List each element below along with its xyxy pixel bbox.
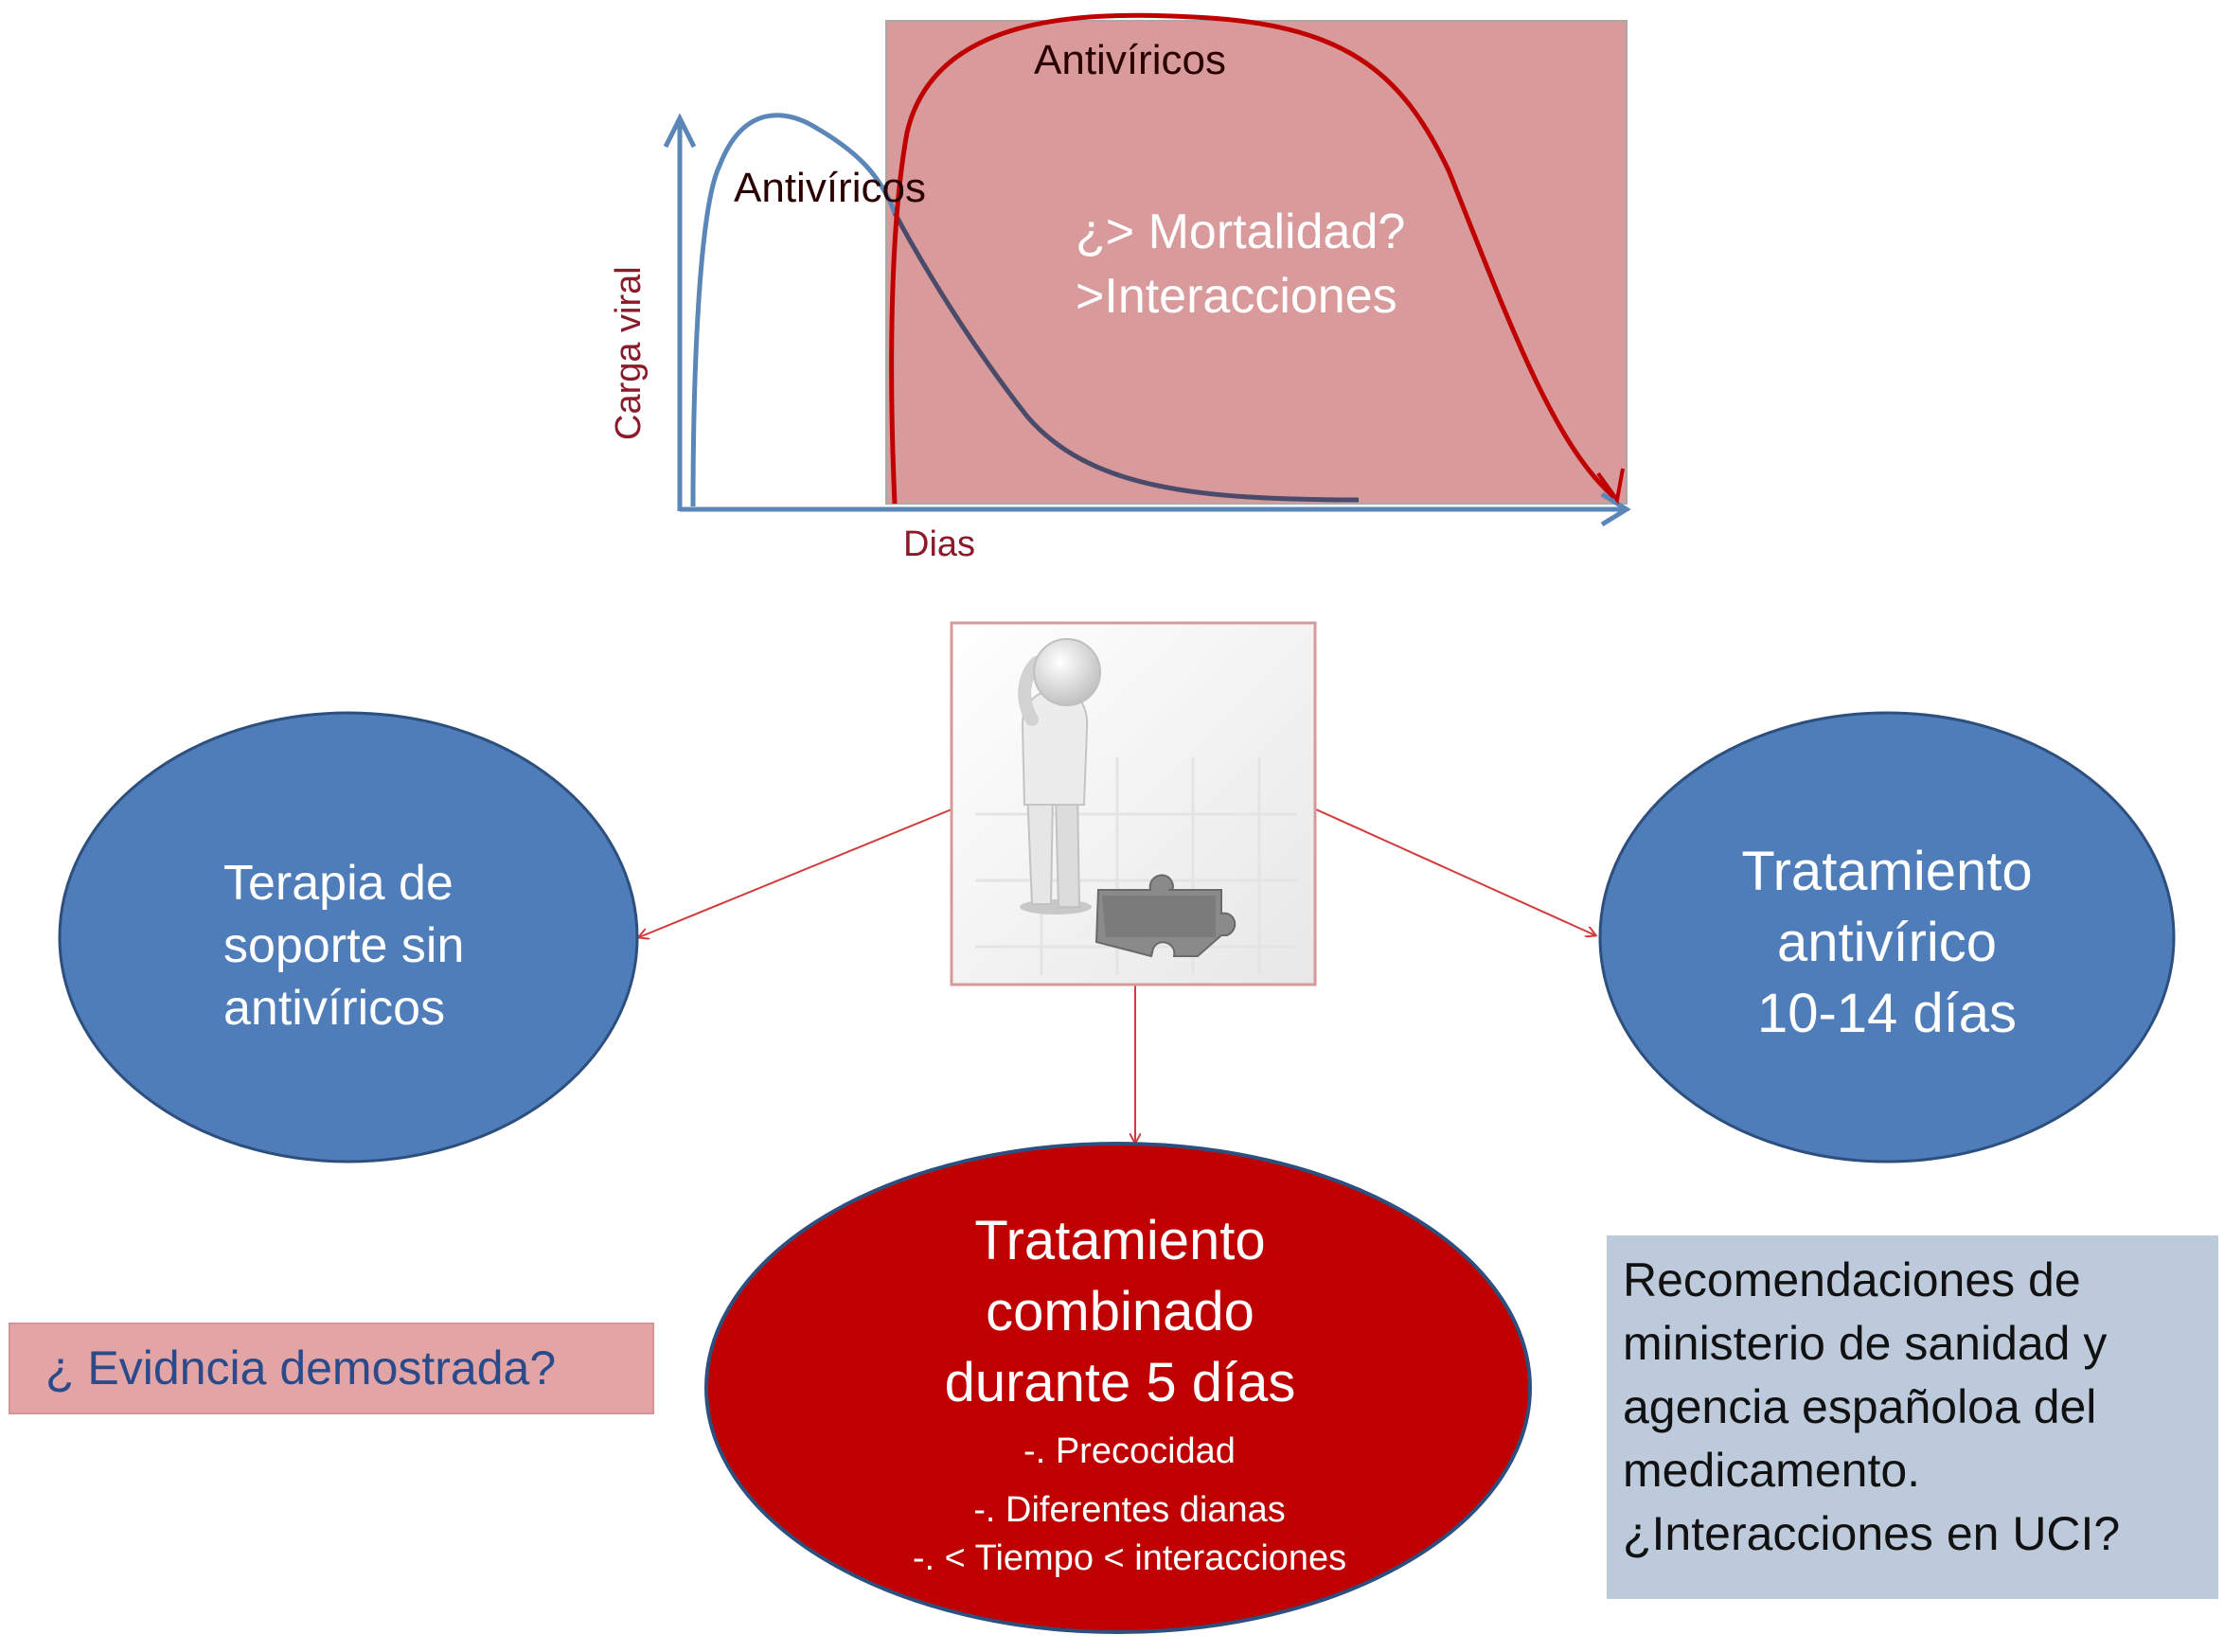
bottom-ellipse-line2: combinado <box>986 1281 1254 1342</box>
bottom-ellipse-bullet2: -. Diferentes dianas <box>973 1490 1286 1530</box>
person-with-missing-puzzle-piece-icon <box>950 621 1317 986</box>
recommendation-line1: Recomendaciones de <box>1623 1253 2081 1306</box>
left-ellipse-line2: soporte sin <box>223 918 464 973</box>
evidence-text: ¿ Evidncia demostrada? <box>45 1341 556 1394</box>
bottom-ellipse-bullet3: -. < Tiempo < interacciones <box>913 1538 1346 1578</box>
left-ellipse-line3: antivíricos <box>223 981 445 1036</box>
recommendation-line4: medicamento. <box>1623 1444 1920 1497</box>
recommendation-line2: ministerio de sanidad y <box>1623 1317 2107 1370</box>
recommendation-box <box>1607 1235 2218 1599</box>
recommendation-line3: agencia españoloa del <box>1623 1380 2096 1433</box>
right-ellipse-line3: 10-14 días <box>1757 983 2017 1044</box>
x-axis-label: Dias <box>903 524 975 564</box>
shaded-region <box>885 20 1628 505</box>
left-ellipse-support-therapy <box>58 711 639 1164</box>
late-treatment-curve <box>889 12 1616 505</box>
x-axis-arrowhead <box>1600 491 1631 527</box>
region-label-mortality: ¿> Mortalidad? <box>1076 204 1405 259</box>
early-treatment-curve <box>690 113 898 507</box>
bottom-ellipse-line3: durante 5 días <box>945 1352 1296 1413</box>
evidence-box <box>9 1323 654 1414</box>
right-ellipse-antiviral-treatment <box>1598 711 2176 1164</box>
bottom-ellipse-line1: Tratamiento <box>974 1210 1265 1271</box>
y-axis-arrowhead <box>663 113 697 149</box>
region-label-interactions: >Interacciones <box>1076 269 1397 324</box>
y-axis-label: Carga viral <box>609 266 649 440</box>
right-ellipse-line1: Tratamiento <box>1741 841 2032 902</box>
curve2-label: Antivíricos <box>1034 37 1226 83</box>
left-ellipse-line1: Terapia de <box>223 856 454 911</box>
right-ellipse-line2: antivírico <box>1777 912 1997 973</box>
late-curve-arrowhead <box>1596 468 1625 506</box>
viral-load-chart: Antivíricos Antivíricos ¿> Mortalidad? >… <box>609 12 1631 564</box>
early-treatment-curve-tail <box>892 211 1360 503</box>
bottom-ellipse-bullet1: -. Precocidad <box>1023 1431 1236 1471</box>
curve1-label: Antivíricos <box>734 165 926 211</box>
arrow-to-right-ellipse <box>1315 808 1595 935</box>
arrow-to-left-ellipse <box>639 808 952 937</box>
bottom-ellipse-combined-treatment <box>704 1142 1532 1634</box>
recommendation-line5: ¿Interacciones en UCI? <box>1623 1507 2120 1560</box>
